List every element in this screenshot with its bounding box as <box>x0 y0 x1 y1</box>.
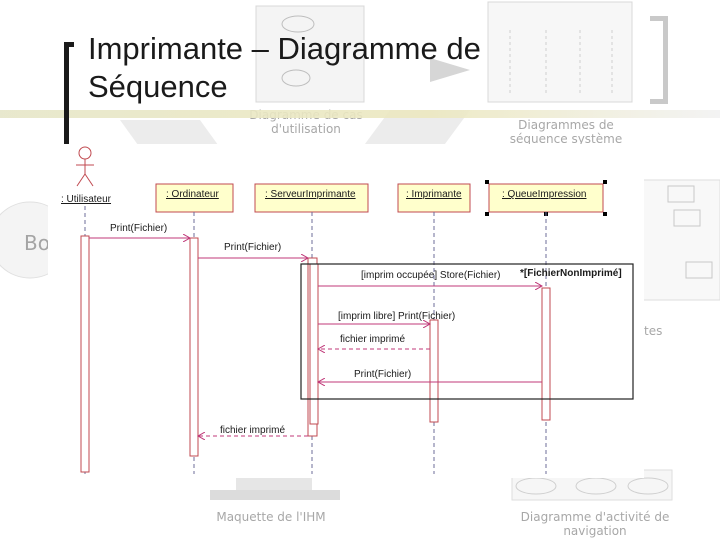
bg-usecase-ellipse-2 <box>281 69 311 87</box>
message-label: fichier imprimé <box>340 334 405 345</box>
message-label: Print(Fichier) <box>224 242 281 253</box>
message-arrows <box>89 238 542 436</box>
message-label: Print(Fichier) <box>110 223 167 234</box>
bg-activity-node <box>515 477 557 495</box>
bg-monitor-base <box>210 490 340 500</box>
bg-usecase-ellipse <box>281 15 315 33</box>
message-label: Print(Fichier) <box>354 369 411 380</box>
actor-stick-figure-icon <box>76 146 94 187</box>
bg-label-navigation: Diagramme d'activité de navigation <box>520 510 670 538</box>
loop-guard-label: *[FichierNonImprimé] <box>520 268 622 279</box>
loop-fragment-box <box>300 263 634 400</box>
title-bracket-right <box>650 16 668 104</box>
bg-activity-node <box>575 477 617 495</box>
bg-sequence-thumb <box>487 1 633 103</box>
message-label: [imprim libre] Print(Fichier) <box>338 311 455 322</box>
bg-class-box <box>667 185 695 203</box>
title-bracket-left <box>64 42 74 156</box>
slide-title-line1: Imprimante – Diagramme de <box>88 31 481 66</box>
object-box-ordinateur <box>155 183 234 213</box>
bg-usecase-thumb <box>255 5 365 103</box>
bg-label-ihm: Maquette de l'IHM <box>216 510 326 524</box>
object-box-queue-impression <box>488 183 604 213</box>
bg-class-thumb <box>639 179 720 301</box>
object-box-imprimante <box>397 183 471 213</box>
actor-label: : Utilisateur <box>61 194 112 205</box>
sequence-diagram: : Utilisateur : Ordinateur : ServeurImpr… <box>48 144 644 478</box>
bg-class-box <box>685 261 713 279</box>
object-label-serveur-imprimante: : ServeurImprimante <box>265 189 356 200</box>
sequence-diagram-canvas: : Utilisateur : Ordinateur : ServeurImpr… <box>61 146 634 474</box>
object-label-ordinateur: : Ordinateur <box>166 189 219 200</box>
bg-label-left: Bo <box>24 231 50 255</box>
bg-arrow <box>430 58 470 82</box>
bg-class-box <box>673 209 701 227</box>
bg-monitor-stand <box>236 478 312 490</box>
slide-title-line2: Séquence <box>88 69 228 104</box>
bg-label-classes: tes <box>644 324 663 338</box>
slide-title: Imprimante – Diagramme de Séquence <box>88 30 568 106</box>
message-label: [imprim occupée] Store(Fichier) <box>361 270 500 281</box>
bg-label-system-sequence: Diagrammes de séquence système <box>509 118 623 146</box>
object-label-imprimante: : Imprimante <box>406 189 462 200</box>
object-label-queue-impression: : QueueImpression <box>502 189 587 200</box>
bg-activity-node <box>627 477 669 495</box>
object-box-serveur-imprimante <box>254 183 369 213</box>
message-label: fichier imprimé <box>220 425 285 436</box>
title-underline-bar <box>0 110 720 118</box>
